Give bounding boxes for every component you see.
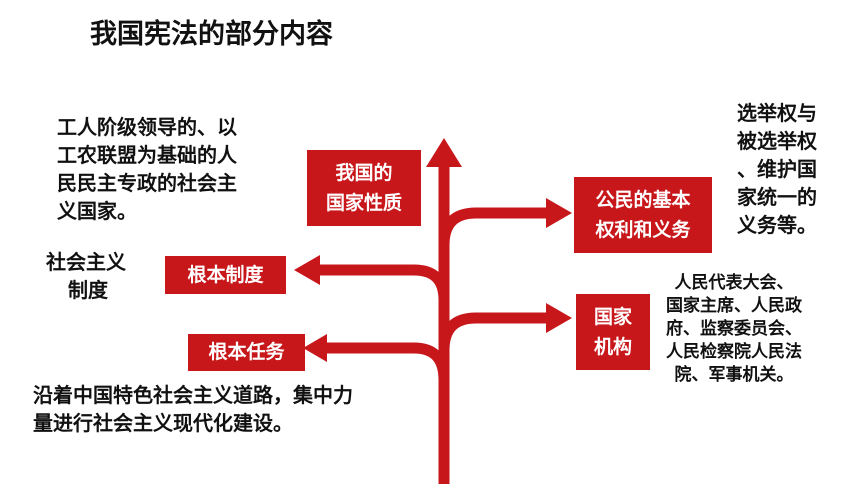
- state-organs-label-line: 国家: [593, 306, 632, 328]
- fundamental-task-text-line: 量进行社会主义现代化建设。: [33, 411, 293, 435]
- fundamental-task-label: 根本任务: [188, 334, 305, 371]
- fundamental-task-arrowhead: [303, 334, 327, 362]
- citizen-rights-text-line: 、维护国: [737, 157, 817, 181]
- citizen-rights-arrowhead: [546, 198, 572, 228]
- state-nature-label-line: 国家性质: [325, 192, 402, 214]
- state-organs-text-line: 府、监察委员会、: [666, 319, 802, 339]
- state-organs-text-line: 国家主席、人民政: [666, 296, 802, 316]
- state-nature-text-line: 工农联盟为基础的人: [57, 143, 237, 167]
- state-nature-label-line: 我国的: [335, 162, 393, 184]
- state-nature-text-line: 工人阶级领导的、以: [57, 115, 237, 139]
- citizen-rights-text-line: 选举权与: [737, 101, 817, 125]
- state-organs-label-line: 机构: [593, 336, 632, 358]
- fundamental-system-label: 根本制度: [165, 256, 286, 294]
- citizen-rights-text: 选举权与 被选举权 、维护国 家统一的 义务等。: [737, 99, 817, 239]
- state-organs-text-line: 人民代表大会、: [674, 273, 794, 293]
- state-nature-text-line: 民民主专政的社会主: [57, 171, 237, 195]
- fundamental-task-text: 沿着中国特色社会主义道路，集中力 量进行社会主义现代化建设。: [33, 381, 353, 437]
- branch-fundamental-system: [318, 264, 450, 301]
- state-organs-label: 国家 机构: [576, 294, 650, 370]
- state-organs-text-line: 院、军事机关。: [674, 365, 794, 385]
- citizen-rights-label: 公民的基本 权利和义务: [574, 177, 712, 253]
- citizen-rights-text-line: 家统一的: [737, 185, 817, 209]
- branch-fundamental-task: [325, 342, 450, 381]
- fundamental-system-text-line: 制度: [68, 278, 108, 302]
- branch-state-organs: [438, 312, 548, 351]
- state-nature-text-line: 义国家。: [57, 199, 137, 223]
- citizen-rights-label-line: 公民的基本: [595, 189, 691, 211]
- state-organs-arrowhead: [546, 303, 572, 333]
- fundamental-system-arrowhead: [294, 255, 320, 285]
- citizen-rights-text-line: 义务等。: [737, 213, 817, 237]
- trunk-arrowhead: [426, 138, 462, 167]
- citizen-rights-text-line: 被选举权: [737, 129, 817, 153]
- branch-citizen-rights: [438, 207, 548, 246]
- fundamental-system-text: 社会主义 制度: [46, 248, 126, 304]
- fundamental-system-text-line: 社会主义: [46, 250, 126, 274]
- state-organs-text: 人民代表大会、 国家主席、人民政 府、监察委员会、 人民检察院人民法 院、军事机…: [666, 272, 802, 387]
- state-nature-text: 工人阶级领导的、以 工农联盟为基础的人 民民主专政的社会主 义国家。: [57, 113, 237, 225]
- fundamental-task-text-line: 沿着中国特色社会主义道路，集中力: [33, 383, 353, 407]
- citizen-rights-label-line: 权利和义务: [595, 219, 691, 241]
- state-organs-text-line: 人民检察院人民法: [666, 342, 802, 362]
- state-nature-label: 我国的 国家性质: [307, 150, 421, 226]
- page-title: 我国宪法的部分内容: [90, 19, 333, 50]
